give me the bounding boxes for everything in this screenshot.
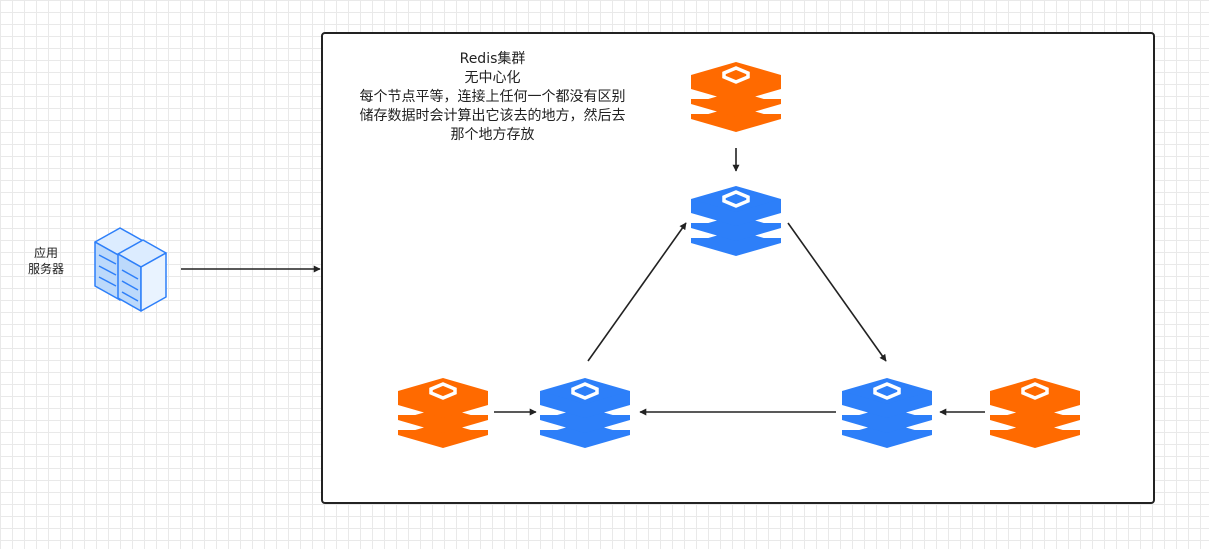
redis-icon [691, 186, 781, 256]
app-server-label: 应用 服务器 [18, 245, 74, 277]
cluster-desc-line-2: 储存数据时会计算出它该去的地方，然后去 [359, 108, 626, 124]
cluster-subtitle: 无中心化 [464, 70, 521, 86]
cluster-description: Redis集群 无中心化 每个节点平等，连接上任何一个都没有区别 储存数据时会计… [330, 50, 655, 145]
master-left-to-top-arrow [587, 222, 687, 362]
redis-icon [691, 62, 781, 132]
redis-icon [842, 378, 932, 448]
cluster-desc-line-1: 每个节点平等，连接上任何一个都没有区别 [359, 89, 626, 105]
redis-icon [540, 378, 630, 448]
cluster-desc-line-3: 那个地方存放 [450, 127, 535, 143]
app-server-label-line-1: 应用 [33, 246, 58, 260]
redis-icon [990, 378, 1080, 448]
cluster-title: Redis集群 [459, 51, 526, 67]
redis-icon [398, 378, 488, 448]
master-top-to-right-arrow [787, 222, 887, 362]
server-rack-icon [94, 227, 167, 312]
app-server-label-line-2: 服务器 [27, 262, 64, 276]
